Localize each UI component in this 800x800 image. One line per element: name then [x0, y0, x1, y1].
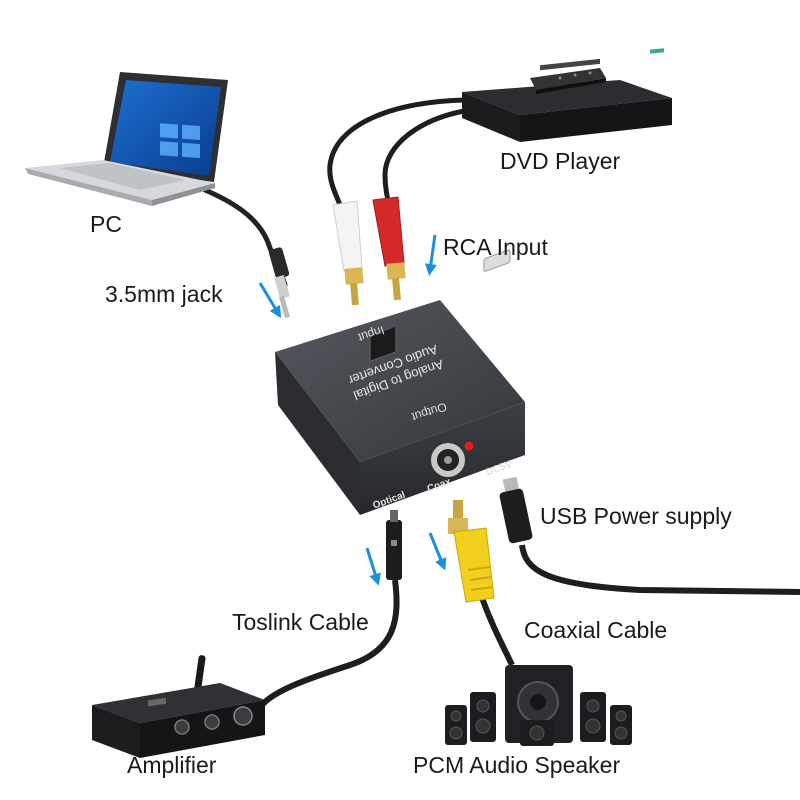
rca-plug-red — [372, 196, 406, 301]
dvd-player — [462, 48, 672, 142]
converter-device — [275, 249, 525, 515]
rca-arrow — [424, 234, 437, 276]
arrows — [258, 234, 447, 586]
optical-plug — [386, 510, 402, 580]
laptop-pc — [25, 72, 228, 206]
speaker-set — [445, 665, 632, 746]
jack-arrow — [258, 282, 282, 319]
usb-power-cable — [519, 544, 800, 595]
jack-label: 3.5mm jack — [105, 281, 223, 307]
rca-cable-white — [327, 97, 466, 213]
coaxial-cable — [479, 596, 515, 667]
rca-cable-red — [382, 107, 471, 209]
amplifier-label: Amplifier — [127, 752, 217, 778]
dvd-player-label: DVD Player — [500, 148, 621, 174]
toslink-cable-label: Toslink Cable — [232, 609, 369, 635]
rca-plug-white — [332, 200, 364, 306]
jack-plug — [268, 247, 290, 319]
jack-cable — [202, 187, 288, 288]
toslink-arrow-left — [365, 547, 381, 586]
speaker-label: PCM Audio Speaker — [413, 752, 621, 778]
usb-plug — [499, 476, 533, 544]
usb-power-label: USB Power supply — [540, 503, 732, 529]
coaxial-cable-label: Coaxial Cable — [524, 617, 668, 643]
toslink-cable — [259, 579, 400, 708]
coax-plug — [448, 500, 495, 603]
amplifier — [92, 655, 265, 758]
pc-label: PC — [90, 211, 122, 237]
coax-arrow — [428, 532, 447, 571]
rca-input-label: RCA Input — [443, 234, 548, 260]
